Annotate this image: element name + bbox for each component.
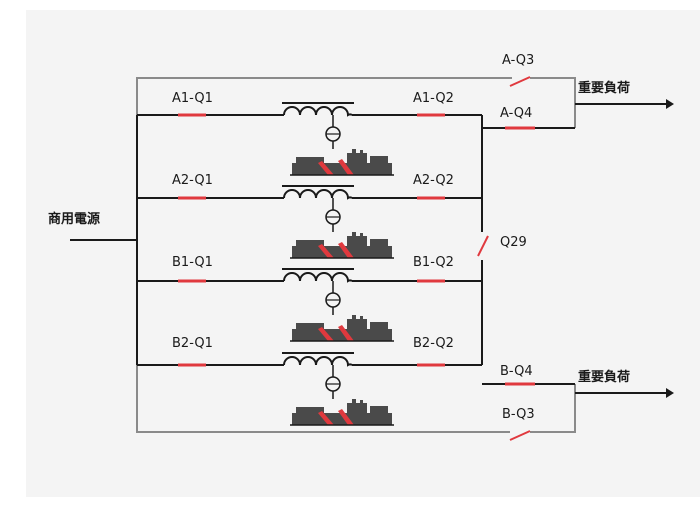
bypass-bottom-wire	[136, 365, 510, 433]
unit-output-label: A1-Q2	[413, 91, 454, 106]
breaker-b-q3	[509, 430, 531, 441]
tie-breaker-label: Q29	[500, 235, 527, 250]
output-bottom-label: B-Q4	[500, 364, 533, 379]
breaker-a-q3	[509, 76, 531, 87]
unit-input-label: A1-Q1	[172, 91, 213, 106]
ups-unit-3: B1-Q1 B1-Q2	[137, 255, 482, 342]
bypass-top-wire-right	[530, 77, 576, 128]
source-label: 商用電源	[48, 211, 100, 227]
load-bottom-arrow-icon	[666, 388, 674, 398]
load-bottom-label: 重要負荷	[578, 369, 630, 385]
unit-input-label: B2-Q1	[172, 336, 213, 351]
unit-input-label: A2-Q1	[172, 173, 213, 188]
bypass-top-label: A-Q3	[502, 53, 534, 68]
bypass-bottom-label: B-Q3	[502, 407, 535, 422]
unit-output-label: B1-Q2	[413, 255, 454, 270]
breaker-q29	[477, 235, 489, 257]
transformer-coil-icon	[283, 106, 353, 117]
ups-unit-1: A1-Q1 A1-Q2	[137, 91, 482, 176]
transformer-coil-icon	[283, 189, 353, 200]
transformer-coil-icon	[283, 272, 353, 283]
bypass-top-wire	[136, 77, 512, 115]
output-top-label: A-Q4	[500, 106, 532, 121]
bypass-bottom-wire-right	[530, 384, 576, 433]
load-top-label: 重要負荷	[578, 80, 630, 96]
ups-unit-2: A2-Q1 A2-Q2	[137, 173, 482, 259]
unit-output-label: B2-Q2	[413, 336, 454, 351]
unit-input-label: B1-Q1	[172, 255, 213, 270]
transformer-coil-icon	[283, 356, 353, 367]
ups-unit-4: B2-Q1 B2-Q2	[137, 336, 482, 426]
load-top-arrow-icon	[666, 99, 674, 109]
unit-output-label: A2-Q2	[413, 173, 454, 188]
